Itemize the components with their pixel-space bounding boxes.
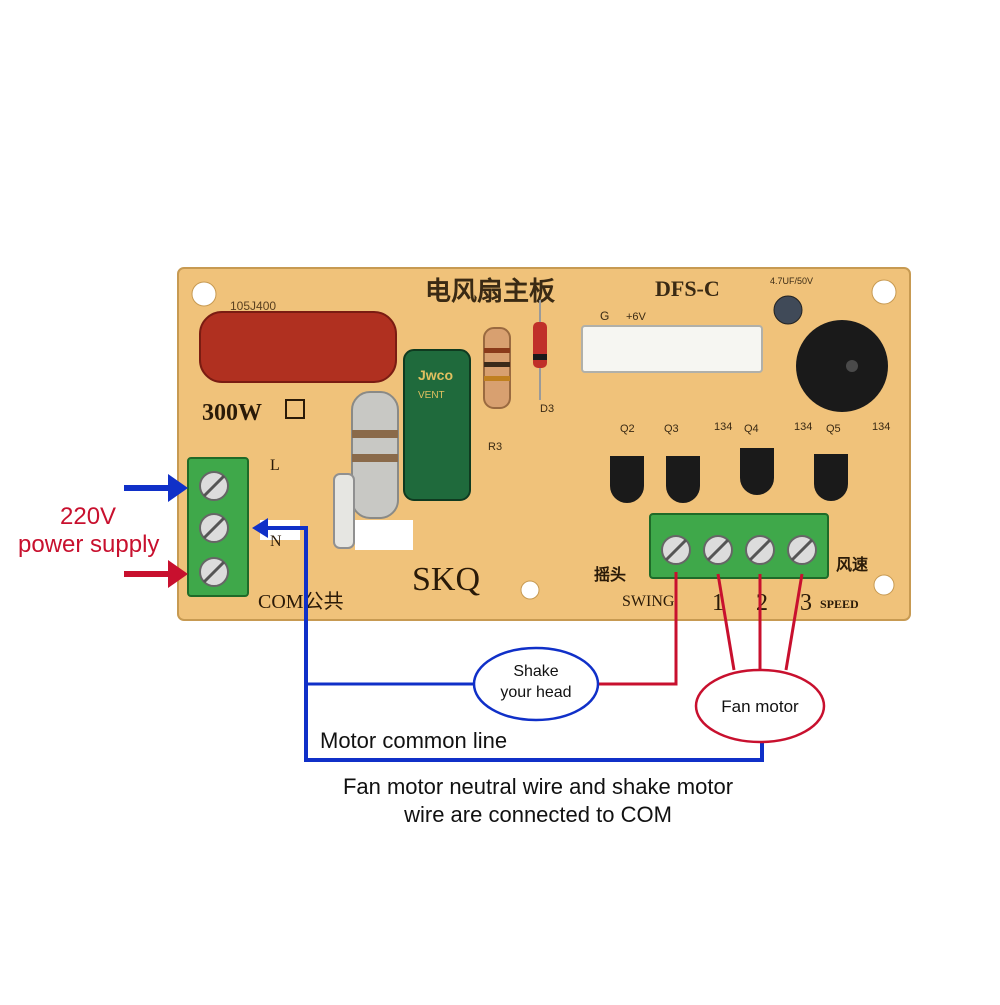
resistor-band [352,454,398,462]
ecap-brand: Jwco [418,367,453,383]
speed-3-wire [784,573,804,671]
terminal-screw-speed-2 [745,535,775,565]
fan-motor-label: Fan motor [721,697,799,716]
q2-label: Q2 [620,423,635,435]
pin-134-a: 134 [714,421,732,433]
terminal-screw-swing [661,535,691,565]
speed-num-3: 3 [800,590,812,616]
pin-6v: +6V [626,311,647,323]
pin-header-connector [581,325,763,373]
board-cutout [355,520,413,550]
terminal-screw-speed-1 [703,535,733,565]
shake-head-line1: Shake [513,663,558,680]
speed-1-wire [716,573,736,671]
q4-label: Q4 [744,423,759,435]
cap-marking: 105J400 [230,299,276,313]
note-line-1: Fan motor neutral wire and shake motor [343,774,733,799]
mounting-hole [520,580,540,600]
shake-head-bubble: Shake your head [472,646,600,722]
resistor-band [484,348,510,353]
q3-label: Q3 [664,423,679,435]
diode-band [533,354,547,360]
transistor-q2 [610,456,644,503]
power-supply-arrows [124,474,188,588]
terminal-screw-com [199,557,229,587]
terminal-screw-n [199,513,229,543]
note-line-2: wire are connected to COM [403,802,672,827]
red-arrow-icon [168,560,188,588]
power-terminal-block [187,457,249,597]
speed-cn: 风速 [836,556,868,574]
pin-g: G [600,309,609,323]
mounting-hole [873,574,895,596]
common-line-label: Motor common line [320,728,507,753]
board-model: DFS-C [655,276,720,301]
components: Jwco VENT 4.7UF/50V [199,276,888,549]
buzzer [796,320,888,412]
resistor-band [352,430,398,438]
pin-134-b: 134 [794,421,812,433]
film-capacitor [199,311,397,383]
resistor-band [484,362,510,367]
l-label: L [270,457,280,474]
resistor-band [484,376,510,381]
diode-d3 [533,322,547,368]
power-supply-voltage: 220V [60,503,116,530]
fan-motor-bubble: Fan motor [694,668,826,744]
terminal-screw-speed-3 [787,535,817,565]
r3-label: R3 [488,441,502,453]
board-title-cn: 电风扇主板 [425,276,555,306]
rating-box [285,399,305,419]
blue-arrow-icon [168,474,188,502]
com-arrowhead [252,518,268,538]
ecap-sub: VENT [418,390,445,401]
transistor-q3 [666,456,700,503]
swing-cn: 摇头 [594,565,626,584]
terminal-body [649,513,829,579]
d3-label: D3 [540,403,554,415]
small-cap-marking: 4.7UF/50V [770,276,813,286]
fuse [333,473,355,549]
power-supply-label: power supply [18,531,159,558]
motor-terminal-block [649,513,829,579]
fan-motor-ellipse [694,668,826,744]
board-brand: SKQ [412,561,480,598]
pin-134-c: 134 [872,421,890,433]
shake-head-line2: your head [500,684,571,701]
buzzer-hole [846,360,858,372]
mounting-hole [191,281,217,307]
board-rating: 300W [202,400,262,426]
resistor-r3 [483,327,511,409]
n-label: N [270,533,282,550]
mounting-hole [871,279,897,305]
wiring [252,518,804,762]
shake-head-ellipse [472,646,600,722]
transistor-q5 [814,454,848,501]
swing-wire [598,572,678,686]
common-line-wire [264,526,764,762]
speed-num-2: 2 [756,590,768,616]
com-label: COM公共 [258,590,344,613]
q5-label: Q5 [826,423,841,435]
electrolytic-capacitor [403,349,471,501]
terminal-screw-l [199,471,229,501]
swing-label: SWING [622,593,675,610]
transistor-q4 [740,448,774,495]
speed-label: SPEED [820,597,859,611]
small-capacitor [773,295,803,325]
